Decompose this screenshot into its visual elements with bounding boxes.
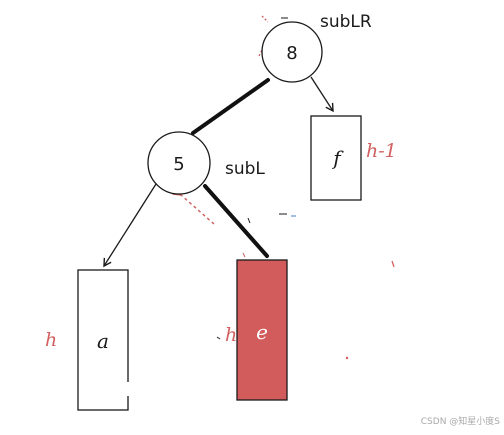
node-left-circle (147, 131, 211, 195)
edge-left-to-e (203, 184, 269, 258)
red-dotted-arrow (172, 186, 215, 225)
edge-root-to-left (191, 78, 270, 135)
watermark: CSDN @知星小度S (420, 417, 500, 427)
edge-root-to-f (310, 76, 334, 113)
subtree-a-label: a (97, 329, 109, 353)
subtree-a-box (77, 269, 129, 411)
root-red-arc-mark (258, 41, 267, 57)
node-left-value: 5 (173, 154, 184, 175)
stray-tick-5 (391, 260, 395, 268)
edge-left-to-a (103, 183, 157, 268)
subtree-f-height: h-1 (366, 140, 397, 162)
subtree-e-label: e (256, 320, 268, 344)
subtree-e-height: h (225, 324, 237, 346)
stray-tick-6 (216, 336, 221, 340)
node-root-circle (261, 21, 323, 83)
stray-tick-3 (247, 217, 251, 224)
subtree-e-box (236, 259, 288, 401)
node-root-name: subLR (320, 12, 372, 32)
node-left-name: subL (225, 159, 265, 179)
stray-dot-1 (345, 356, 349, 360)
subtree-a-height: h (45, 329, 57, 351)
subtree-f-box (310, 115, 362, 201)
root-red-mark (261, 15, 269, 23)
subtree-a-box-gap (126, 382, 131, 396)
node-root-value: 8 (286, 43, 297, 64)
stray-tick-4 (242, 252, 246, 258)
